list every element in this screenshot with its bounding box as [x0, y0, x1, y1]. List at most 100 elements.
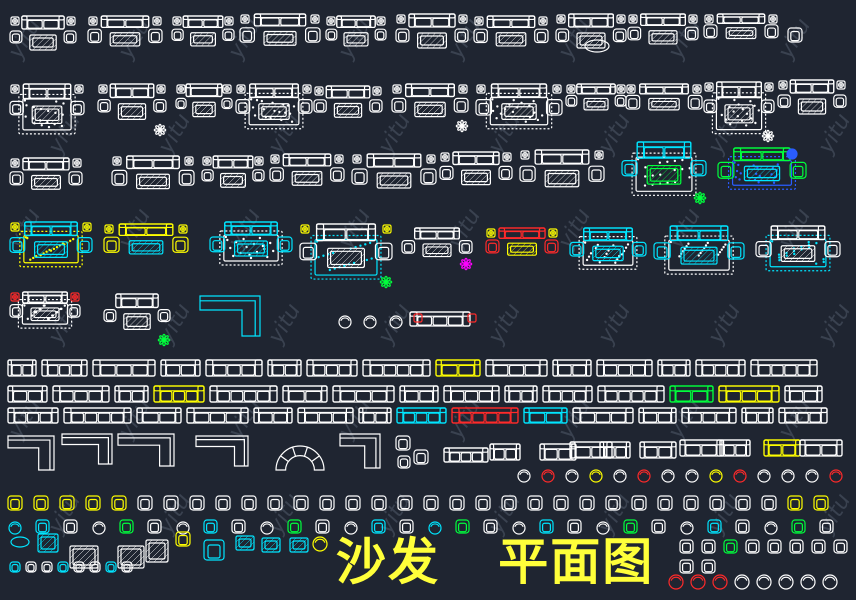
- armchair-symbol: [178, 169, 195, 186]
- armchair-symbol: [627, 26, 642, 41]
- coffee-table-symbol: [291, 170, 323, 186]
- round-chair-symbol: [734, 574, 750, 590]
- sofa-symbol: [657, 359, 691, 377]
- sofa-symbol: [109, 83, 155, 99]
- sofa-symbol: [576, 83, 616, 95]
- sofa-symbol: [22, 157, 70, 171]
- watermark-text: yitu: [483, 299, 526, 348]
- armchair-symbol: [103, 309, 117, 323]
- round-chair-symbol: [690, 574, 706, 590]
- armchair-symbol: [148, 28, 163, 44]
- watermark-text: yitu: [443, 204, 486, 253]
- sofa-symbol: [41, 359, 88, 377]
- rug-symbol: [711, 92, 767, 135]
- sofa-symbol: [114, 385, 149, 403]
- round-chair-symbol: [517, 469, 531, 483]
- sofa-symbol: [572, 407, 634, 424]
- armchair-symbol: [9, 30, 23, 44]
- coffee-table-symbol: [343, 32, 369, 47]
- lamp-table-symbol: [104, 224, 114, 234]
- lamp-table-symbol: [254, 156, 264, 166]
- rug-symbol: [578, 236, 638, 270]
- lamp-table-symbol: [458, 14, 468, 24]
- watermark-text: yitu: [373, 109, 416, 158]
- armchair-symbol: [819, 519, 834, 534]
- lamp-table-symbol: [334, 154, 344, 164]
- coffee-table-symbol: [136, 173, 171, 190]
- coffee-table-symbol: [192, 101, 216, 118]
- armchair-symbol: [315, 519, 330, 534]
- lamp-table-symbol: [352, 154, 362, 164]
- armchair-symbol: [175, 97, 187, 110]
- armchair-symbol: [399, 519, 414, 534]
- lamp-table-symbol: [202, 156, 212, 166]
- watermark-text: yitu: [773, 14, 816, 63]
- lamp-table-symbol: [172, 16, 182, 26]
- watermark-text: yitu: [773, 204, 816, 253]
- lamp-table-symbol: [10, 158, 20, 168]
- sofa-symbol: [115, 293, 159, 309]
- sofa-symbol: [282, 385, 328, 403]
- lamp-table-symbol: [476, 84, 486, 94]
- sofa-symbol: [596, 359, 653, 377]
- lamp-table-symbol: [764, 82, 774, 92]
- sofa-symbol: [63, 407, 132, 424]
- armchair-symbol: [653, 242, 671, 260]
- armchair-symbol: [651, 519, 666, 534]
- sofa-symbol: [498, 227, 546, 239]
- armchair-symbol: [567, 519, 582, 534]
- lamp-table-symbol: [474, 16, 484, 26]
- armchair-symbol: [299, 242, 318, 261]
- lamp-table-symbol: [426, 154, 436, 164]
- curved-sofa-symbol: [275, 445, 325, 471]
- armchair-symbol: [215, 495, 231, 511]
- round-chair-symbol: [596, 521, 610, 535]
- armchair-symbol: [105, 561, 117, 573]
- sofa-symbol: [126, 155, 180, 170]
- plant-symbol: [153, 123, 167, 137]
- drawing-title: 沙发 平面图: [336, 533, 655, 591]
- armchair-symbol: [458, 240, 473, 254]
- round-chair-symbol: [680, 521, 694, 535]
- lamp-table-symbol: [392, 84, 402, 94]
- armchair-symbol: [789, 539, 804, 554]
- coffee-table-symbol: [422, 243, 452, 258]
- lamp-table-symbol: [98, 84, 108, 94]
- armchair-symbol: [395, 28, 410, 43]
- sofa-symbol: [567, 13, 614, 28]
- lamp-table-symbol: [70, 292, 80, 302]
- armchair-symbol: [423, 495, 439, 511]
- sofa-symbol: [22, 83, 72, 100]
- sectional-sofa-symbol: [117, 433, 175, 467]
- sofa-symbol: [504, 385, 538, 403]
- armchair-symbol: [63, 519, 78, 534]
- armchair-symbol: [519, 165, 536, 182]
- armchair-symbol: [63, 30, 77, 44]
- armchair-symbol: [527, 495, 543, 511]
- sofa-symbol: [489, 443, 521, 461]
- lamp-table-symbol: [520, 150, 530, 160]
- armchair-symbol: [68, 171, 83, 186]
- armchair-symbol: [679, 559, 694, 574]
- lamp-table-symbol: [704, 82, 714, 92]
- round-chair-symbol: [428, 521, 442, 535]
- armchair-symbol: [707, 519, 722, 534]
- coffee-table-symbol: [592, 245, 624, 262]
- lamp-table-symbol: [616, 14, 626, 24]
- armchair-symbol: [453, 97, 469, 113]
- coffee-table-symbol: [501, 103, 537, 120]
- armchair-symbol: [7, 495, 23, 511]
- sofa-symbol: [523, 407, 568, 424]
- round-chair-symbol: [756, 574, 772, 590]
- plant-symbol: [693, 191, 707, 205]
- lamp-table-symbol: [552, 84, 562, 94]
- armchair-symbol: [252, 169, 265, 182]
- armchair-symbol: [767, 539, 782, 554]
- armchair-symbol: [267, 495, 283, 511]
- coffee-table-symbol: [30, 307, 60, 322]
- armchair-symbol: [545, 98, 563, 116]
- coffee-table-symbol: [461, 169, 492, 186]
- lamp-table-symbol: [616, 84, 626, 94]
- armchair-symbol: [833, 539, 848, 554]
- sofa-symbol: [205, 359, 263, 377]
